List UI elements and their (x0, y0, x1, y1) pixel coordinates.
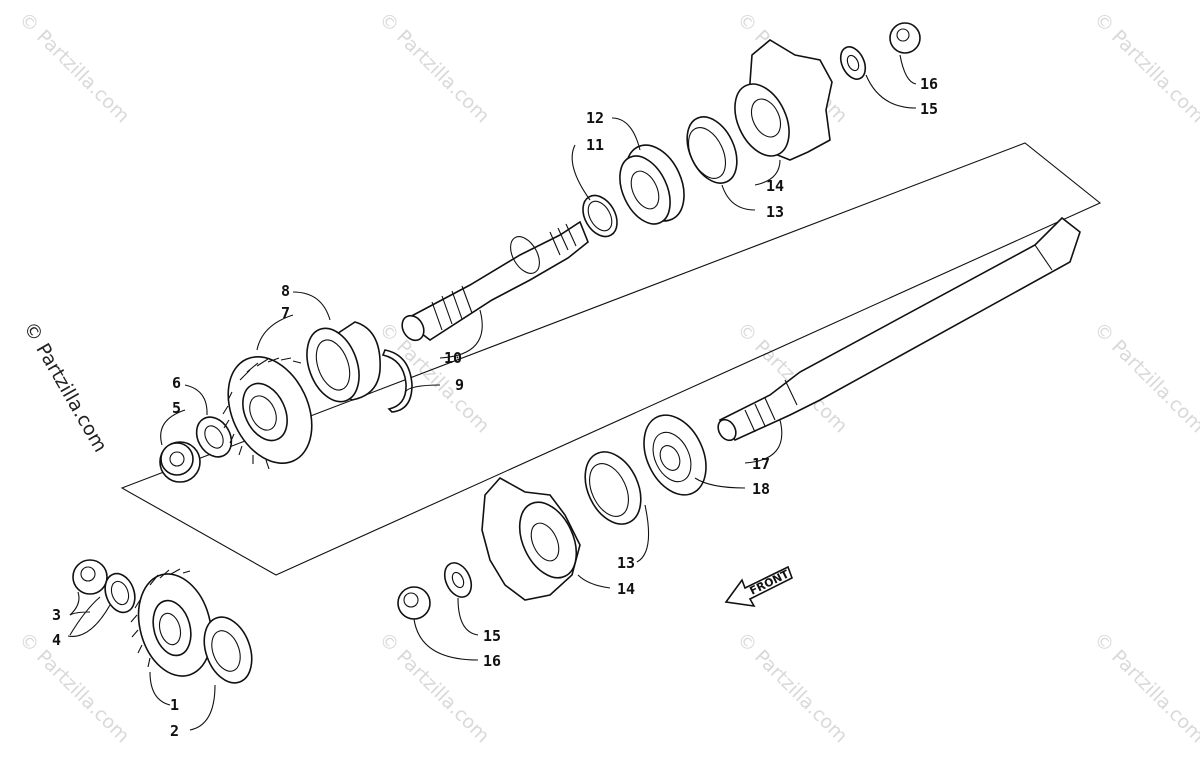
part-16-nut-upper[interactable] (889, 22, 921, 54)
part-14-flange-lower[interactable] (481, 476, 588, 601)
callout-2: 2 (170, 722, 179, 740)
leader-lines (67, 54, 917, 731)
part-7-bevel-gear[interactable] (212, 343, 328, 477)
callout-14-upper: 14 (766, 177, 784, 195)
part-18-bearing[interactable] (632, 405, 718, 505)
part-8-bearing[interactable] (297, 321, 381, 409)
callout-13-upper: 13 (766, 203, 784, 221)
callout-1: 1 (170, 696, 179, 714)
part-5-nut[interactable] (159, 441, 201, 483)
assembly-outline (120, 142, 1102, 576)
part-13-seal-upper[interactable] (677, 109, 746, 191)
callout-5: 5 (172, 399, 181, 417)
callout-6: 6 (172, 374, 181, 392)
callout-13-lower: 13 (617, 554, 635, 572)
callout-14-lower: 14 (617, 580, 635, 598)
part-11-o-ring[interactable] (576, 189, 624, 242)
callout-17: 17 (752, 455, 770, 473)
part-1-bevel-gear[interactable] (128, 566, 223, 685)
callout-15-upper: 15 (920, 100, 938, 118)
callout-3: 3 (52, 606, 61, 624)
part-2-shim[interactable] (196, 611, 261, 690)
callout-16-upper: 16 (920, 75, 938, 93)
part-15-washer-upper[interactable] (836, 43, 870, 83)
callout-11: 11 (586, 136, 604, 154)
callout-15-lower: 15 (483, 627, 501, 645)
front-label: FRONT (748, 567, 792, 597)
callout-4: 4 (52, 631, 61, 649)
part-12-bearing[interactable] (610, 136, 696, 232)
part-14-flange-upper[interactable] (724, 39, 833, 165)
callout-16-lower: 16 (483, 652, 501, 670)
callout-9: 9 (455, 376, 464, 394)
part-10-pinion-shaft[interactable] (398, 220, 589, 344)
front-direction-arrow: FRONT (724, 565, 793, 608)
callout-12: 12 (586, 109, 604, 127)
part-17-axle[interactable] (715, 216, 1081, 444)
callout-10: 10 (444, 349, 462, 367)
callout-8: 8 (281, 282, 290, 300)
part-13-seal-lower[interactable] (574, 443, 651, 533)
part-6-washer[interactable] (190, 411, 239, 463)
part-4-washer[interactable] (100, 569, 140, 616)
part-9-snap-ring[interactable] (381, 349, 413, 413)
part-15-washer-lower[interactable] (440, 559, 477, 602)
part-3-nut[interactable] (72, 559, 108, 595)
part-16-nut-lower[interactable] (397, 586, 431, 620)
callout-7: 7 (281, 304, 290, 322)
callout-18: 18 (752, 480, 770, 498)
